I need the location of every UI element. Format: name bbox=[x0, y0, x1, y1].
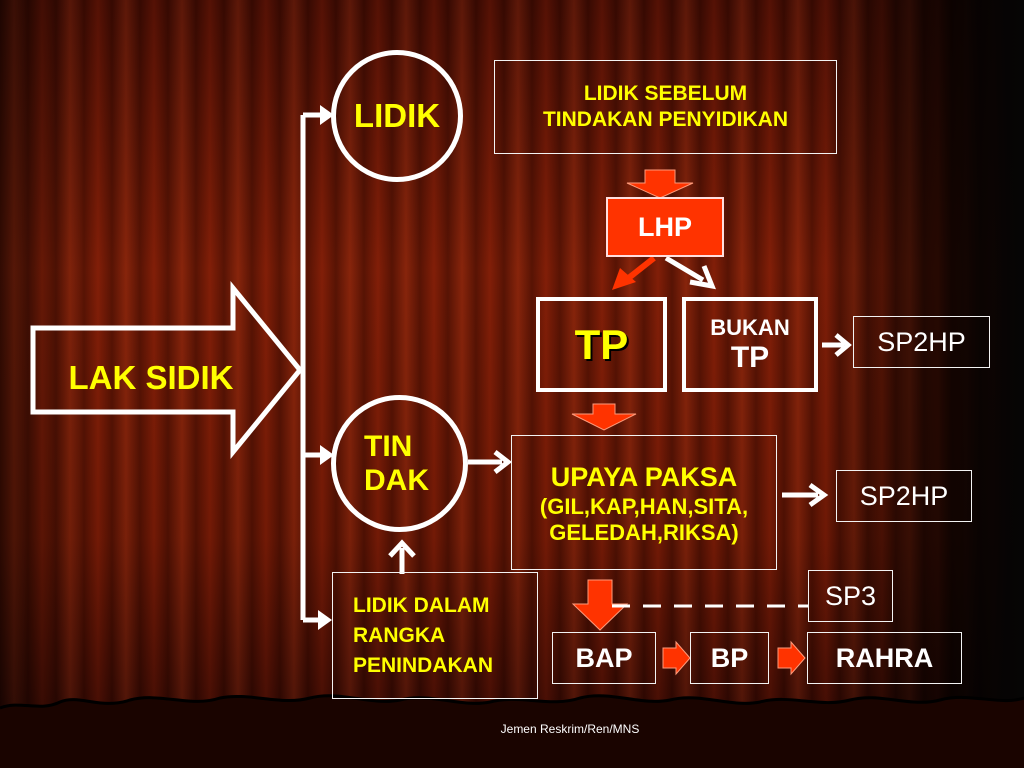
curtain-bottom bbox=[0, 694, 1024, 768]
footer-credit: Jemen Reskrim/Ren/MNS bbox=[500, 722, 640, 736]
arrow-to-sp2hp-top bbox=[834, 333, 852, 357]
upaya-paksa-title: UPAYA PAKSA bbox=[550, 461, 738, 492]
red-arrow-to-upaya bbox=[571, 403, 637, 431]
tp-box: TP bbox=[536, 297, 667, 392]
bap-text: BAP bbox=[575, 642, 633, 673]
lidik-note-line2: TINDAKAN PENYIDIKAN bbox=[542, 108, 788, 131]
arrow-to-upaya bbox=[493, 450, 513, 474]
tindak-circle: TIN DAK bbox=[331, 395, 468, 532]
arrow-to-lidik bbox=[320, 105, 334, 125]
lidik-note-box: LIDIK SEBELUM TINDAKAN PENYIDIKAN bbox=[494, 60, 837, 154]
upaya-paksa-box: UPAYA PAKSA (GIL,KAP,HAN,SITA, GELEDAH,R… bbox=[511, 435, 777, 570]
sp2hp-top-text: SP2HP bbox=[877, 326, 966, 357]
lidik-circle: LIDIK bbox=[331, 50, 463, 182]
arrow-up-to-tindak bbox=[388, 539, 416, 558]
sp2hp-mid-box: SP2HP bbox=[836, 470, 972, 522]
tindak-line1: TIN bbox=[364, 429, 413, 463]
rahra-text: RAHRA bbox=[835, 642, 934, 673]
lidik-text: LIDIK bbox=[353, 97, 441, 134]
red-arrow-bp-rahra bbox=[777, 640, 806, 676]
lak-sidik-text: LAK SIDIK bbox=[68, 359, 234, 396]
red-arrow-to-tp bbox=[612, 268, 636, 290]
sp2hp-mid-text: SP2HP bbox=[859, 480, 949, 511]
lak-sidik-label: LAK SIDIK bbox=[36, 350, 266, 406]
arrow-to-sp2hp-mid bbox=[808, 482, 829, 508]
bukan-tp-line1: BUKAN bbox=[710, 314, 790, 340]
rahra-box: RAHRA bbox=[807, 632, 962, 684]
sp3-box: SP3 bbox=[808, 570, 893, 622]
lak-sidik-arrow-shape bbox=[30, 280, 304, 460]
tindak-line2: DAK bbox=[364, 463, 429, 497]
bap-box: BAP bbox=[552, 632, 656, 684]
lhp-box: LHP bbox=[606, 197, 724, 257]
lhp-text: LHP bbox=[638, 211, 692, 242]
upaya-paksa-line3: GELEDAH,RIKSA) bbox=[549, 519, 739, 545]
upaya-paksa-line2: (GIL,KAP,HAN,SITA, bbox=[539, 493, 749, 519]
bp-box: BP bbox=[690, 632, 769, 684]
sp3-text: SP3 bbox=[824, 580, 877, 611]
tp-text: TP bbox=[574, 320, 629, 368]
sp2hp-top-box: SP2HP bbox=[853, 316, 990, 368]
arrow-to-rangka bbox=[318, 610, 332, 630]
arrow-to-bukan-tp bbox=[689, 265, 716, 290]
lidik-rangka-box: LIDIK DALAM RANGKA PENINDAKAN bbox=[332, 572, 538, 699]
arrow-to-tindak bbox=[320, 445, 334, 465]
red-arrow-bap-bp bbox=[662, 640, 691, 676]
red-arrow-to-bap bbox=[571, 579, 629, 631]
lidik-rangka-line1: LIDIK DALAM bbox=[353, 593, 490, 617]
bukan-tp-line2: TP bbox=[730, 340, 770, 374]
lidik-rangka-line3: PENINDAKAN bbox=[353, 653, 494, 677]
bukan-tp-box: BUKAN TP bbox=[682, 297, 818, 392]
bp-text: BP bbox=[710, 642, 749, 673]
red-arrow-to-lhp bbox=[626, 169, 694, 199]
lidik-note-line1: LIDIK SEBELUM bbox=[583, 82, 748, 105]
lidik-rangka-line2: RANGKA bbox=[353, 623, 446, 647]
